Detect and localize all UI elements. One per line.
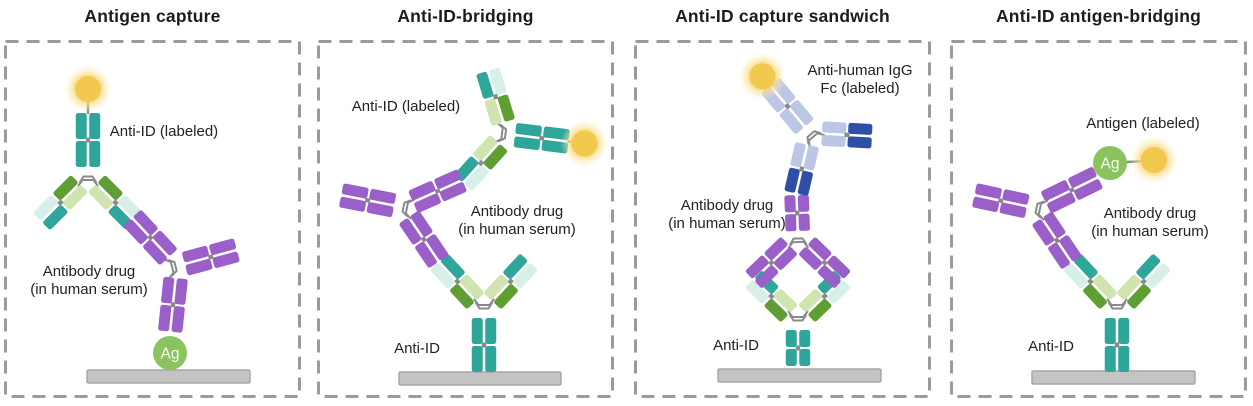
antigen-circle-icon bbox=[153, 336, 187, 370]
label-anti-human-igg-fc: Anti-human IgG Fc (labeled) bbox=[807, 62, 913, 97]
anti-id-capture-antibody bbox=[431, 254, 537, 372]
antibody-layer bbox=[738, 52, 873, 366]
panel-dashed-border bbox=[950, 40, 1247, 398]
label-antibody-drug: Antibody drug (in human serum) bbox=[458, 203, 576, 238]
panel-title: Anti-ID antigen-bridging bbox=[995, 6, 1202, 26]
antigen-capture-diagram: Ag bbox=[4, 40, 301, 398]
label-fluorophore-icon bbox=[64, 65, 112, 115]
anti-id-antibody-labeled bbox=[454, 67, 609, 191]
panel-dashed-border bbox=[317, 40, 614, 398]
label-anti-id: Anti-ID bbox=[713, 337, 759, 354]
antibody-layer bbox=[972, 167, 1170, 372]
anti-id-bridging-diagram bbox=[317, 40, 614, 398]
panel-box: Ag Antigen (labeled) Antibody drug (in h… bbox=[950, 40, 1247, 398]
label-fluorophore-icon bbox=[560, 119, 609, 168]
anti-id-antibody-labeled bbox=[33, 65, 143, 230]
antibody-layer bbox=[33, 65, 240, 333]
antigen-badge: Ag bbox=[153, 336, 187, 370]
label-anti-id: Anti-ID bbox=[394, 340, 440, 357]
label-fluorophore-icon bbox=[1141, 147, 1167, 173]
antigen-badge-text: Ag bbox=[1101, 156, 1120, 173]
panel-anti-id-bridging: Anti-ID-bridging Anti-ID (labeled) Antib… bbox=[317, 0, 614, 406]
antibody-drug bbox=[745, 194, 851, 288]
labeled-antigen-group: Ag bbox=[1093, 136, 1178, 184]
panel-title: Antigen capture bbox=[84, 6, 221, 26]
anti-human-igg-fc-antibody-labeled bbox=[738, 52, 873, 196]
panel-anti-id-antigen-bridging: Anti-ID antigen-bridging Ag Antigen (lab… bbox=[950, 0, 1247, 406]
label-anti-id: Anti-ID bbox=[1028, 338, 1074, 355]
label-antibody-drug: Antibody drug (in human serum) bbox=[30, 263, 148, 298]
panel-dashed-border bbox=[634, 40, 931, 398]
label-anti-id-labeled: Anti-ID (labeled) bbox=[351, 98, 461, 115]
assay-plate bbox=[717, 368, 882, 383]
label-antibody-drug: Antibody drug (in human serum) bbox=[1091, 205, 1209, 240]
anti-id-antigen-bridging-diagram: Ag bbox=[950, 40, 1247, 398]
panel-title: Anti-ID-bridging bbox=[397, 6, 534, 26]
antibody-drug bbox=[339, 169, 467, 268]
antibody-drug bbox=[124, 210, 240, 333]
panel-title: Anti-ID capture sandwich bbox=[675, 6, 890, 26]
label-anti-id-labeled: Anti-ID (labeled) bbox=[109, 123, 219, 140]
label-fluorophore-icon bbox=[738, 52, 787, 101]
antibody-layer bbox=[339, 67, 609, 372]
antigen-badge-text: Ag bbox=[161, 346, 180, 363]
antibody-drug bbox=[972, 167, 1103, 269]
panel-box: Ag Anti-ID (labeled) Antibody drug (in h… bbox=[4, 40, 301, 398]
panel-dashed-border bbox=[4, 40, 301, 398]
assay-plate bbox=[398, 371, 562, 386]
panel-box: Anti-human IgG Fc (labeled) Antibody dru… bbox=[634, 40, 931, 398]
antigen-circle-icon bbox=[1093, 146, 1127, 180]
label-antigen-labeled: Antigen (labeled) bbox=[1086, 115, 1200, 132]
panel-antigen-capture: Antigen capture Ag Anti-ID (labeled) Ant… bbox=[4, 0, 301, 406]
assay-plate bbox=[86, 369, 251, 384]
anti-id-capture-antibody bbox=[1064, 254, 1170, 372]
anti-id-capture-sandwich-diagram bbox=[634, 40, 931, 398]
panel-anti-id-capture-sandwich: Anti-ID capture sandwich Anti-human IgG … bbox=[634, 0, 931, 406]
assay-plate bbox=[1031, 370, 1196, 385]
panel-box: Anti-ID (labeled) Antibody drug (in huma… bbox=[317, 40, 614, 398]
label-antibody-drug: Antibody drug (in human serum) bbox=[668, 197, 786, 232]
